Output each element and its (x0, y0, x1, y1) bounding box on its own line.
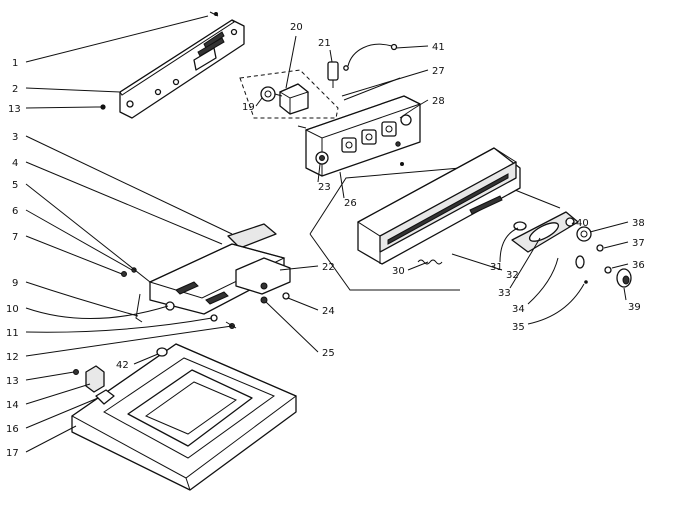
callout-label-c13b: 13 (6, 376, 19, 387)
callout-label-c10: 10 (6, 304, 19, 315)
callout-label-c32: 32 (506, 270, 519, 281)
callout-label-c16: 16 (6, 424, 19, 435)
callout-label-c2: 2 (12, 84, 18, 95)
callout-label-c5: 5 (12, 180, 18, 191)
callout-label-c9: 9 (12, 278, 18, 289)
callout-label-c14: 14 (6, 400, 19, 411)
callout-label-c12: 12 (6, 352, 19, 363)
callout-label-c23: 23 (318, 182, 331, 193)
callout-label-c39: 39 (628, 302, 641, 313)
callout-label-c41: 41 (432, 42, 445, 53)
callout-label-c33: 33 (498, 288, 511, 299)
callout-label-c35: 35 (512, 322, 525, 333)
callout-label-c36: 36 (632, 260, 645, 271)
callout-label-c42: 42 (116, 360, 129, 371)
callout-label-c20: 20 (290, 22, 303, 33)
callout-label-c4: 4 (12, 158, 18, 169)
callout-label-c6: 6 (12, 206, 18, 217)
callout-label-c31: 31 (490, 262, 503, 273)
callout-label-c27: 27 (432, 66, 445, 77)
callout-label-c19: 19 (242, 102, 255, 113)
callout-label-c40: 40 (576, 218, 589, 229)
rear-bracket-panel (96, 11, 245, 119)
callout-label-c13a: 13 (8, 104, 21, 115)
callout-label-c1: 1 (12, 58, 18, 69)
leader-lines (25, 15, 629, 453)
callout-label-c34: 34 (512, 304, 525, 315)
callout-label-c17: 17 (6, 448, 19, 459)
callout-label-c26: 26 (344, 198, 357, 209)
callout-label-c11: 11 (6, 328, 19, 339)
callout-label-c24: 24 (322, 306, 335, 317)
console-panel (357, 147, 521, 265)
callout-label-c38: 38 (632, 218, 645, 229)
callout-label-c30: 30 (392, 266, 405, 277)
callout-label-c25: 25 (322, 348, 335, 359)
callout-label-c28: 28 (432, 96, 445, 107)
control-housing (297, 77, 422, 177)
plug-and-wire (327, 43, 398, 88)
callout-label-c3: 3 (12, 132, 18, 143)
callout-label-c7: 7 (12, 232, 18, 243)
lid-frame (71, 343, 297, 491)
callout-label-c21: 21 (318, 38, 331, 49)
hinge-bracket-assembly (121, 223, 291, 329)
callout-label-c37: 37 (632, 238, 645, 249)
dial-plate-assembly (511, 211, 632, 288)
callout-label-c22: 22 (322, 262, 335, 273)
switch-assembly-group (239, 69, 339, 119)
